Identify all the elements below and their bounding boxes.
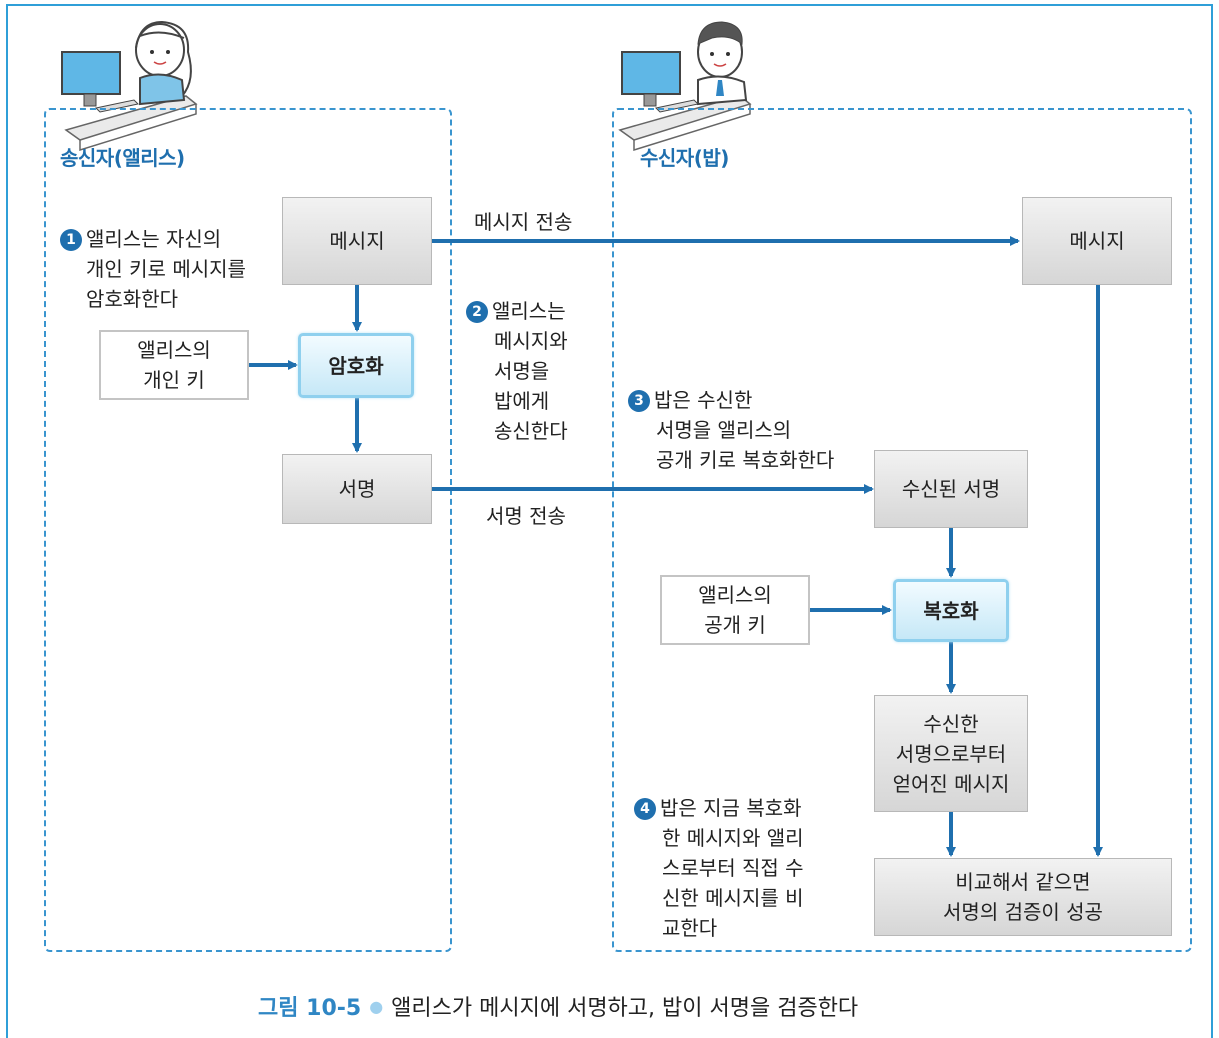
alice-public-key-box: 앨리스의 공개 키	[660, 575, 810, 645]
receiver-message-box: 메시지	[1022, 197, 1172, 285]
step-2-line-1: 앨리스는	[492, 299, 566, 323]
step-4-line-3: 스로부터 직접 수	[662, 856, 804, 880]
receiver-title: 수신자(밥)	[640, 146, 729, 170]
step-4-line-5: 교한다	[662, 916, 718, 940]
alice-illustration	[61, 20, 198, 152]
figure-frame	[6, 4, 1213, 1038]
decrypted-message-line-3: 얻어진 메시지	[892, 771, 1010, 796]
sender-panel	[44, 108, 452, 952]
step-4-line-2: 한 메시지와 앨리	[662, 826, 804, 850]
decrypt-box: 복호화	[893, 579, 1009, 642]
step-1-line-2: 개인 키로 메시지를	[86, 257, 246, 281]
step-4-line-4: 신한 메시지를 비	[662, 886, 804, 910]
step-1-badge: 1	[60, 229, 82, 251]
alice-public-key-line-1: 앨리스의	[698, 583, 772, 607]
message-transfer-label: 메시지 전송	[474, 210, 573, 234]
caption-separator: ●	[369, 997, 384, 1016]
bob-illustration	[618, 21, 752, 152]
step-4-badge: 4	[634, 798, 656, 820]
compare-result-line-2: 서명의 검증이 성공	[943, 900, 1103, 924]
alice-private-key-box: 앨리스의 개인 키	[99, 330, 249, 400]
caption-text: 앨리스가 메시지에 서명하고, 밥이 서명을 검증한다	[391, 996, 859, 1021]
decrypted-message-box: 수신한 서명으로부터 얻어진 메시지	[874, 695, 1028, 812]
sender-title: 송신자(앨리스)	[60, 146, 185, 170]
step-3-line-2: 서명을 앨리스의	[656, 418, 792, 442]
encrypt-box: 암호화	[298, 333, 414, 398]
step-4-line-1: 밥은 지금 복호화	[660, 796, 802, 820]
received-signature-box: 수신된 서명	[874, 450, 1028, 528]
receiver-panel	[612, 108, 1192, 952]
step-2-badge: 2	[466, 301, 488, 323]
figure-caption: 그림 10-5 ● 앨리스가 메시지에 서명하고, 밥이 서명을 검증한다	[258, 990, 858, 1022]
alice-public-key-line-2: 공개 키	[704, 613, 766, 637]
step-3-badge: 3	[628, 390, 650, 412]
step-2-line-2: 메시지와	[494, 329, 568, 353]
step-3-line-1: 밥은 수신한	[654, 388, 753, 412]
sender-message-box: 메시지	[282, 197, 432, 285]
step-2-line-3: 서명을	[494, 359, 550, 383]
alice-private-key-line-2: 개인 키	[143, 368, 205, 392]
compare-result-line-1: 비교해서 같으면	[955, 870, 1091, 894]
step-3-line-3: 공개 키로 복호화한다	[656, 448, 835, 472]
signature-transfer-label: 서명 전송	[486, 504, 566, 528]
figure-number: 그림 10-5	[258, 996, 362, 1021]
decrypted-message-line-1: 수신한	[923, 711, 979, 736]
compare-result-box: 비교해서 같으면 서명의 검증이 성공	[874, 858, 1172, 936]
step-1-line-3: 암호화한다	[86, 287, 178, 311]
signature-box: 서명	[282, 454, 432, 524]
step-1-line-1: 앨리스는 자신의	[86, 227, 222, 251]
step-2-line-5: 송신한다	[494, 419, 568, 443]
alice-private-key-line-1: 앨리스의	[137, 338, 211, 362]
step-2-line-4: 밥에게	[494, 389, 550, 413]
decrypted-message-line-2: 서명으로부터	[895, 741, 1007, 766]
